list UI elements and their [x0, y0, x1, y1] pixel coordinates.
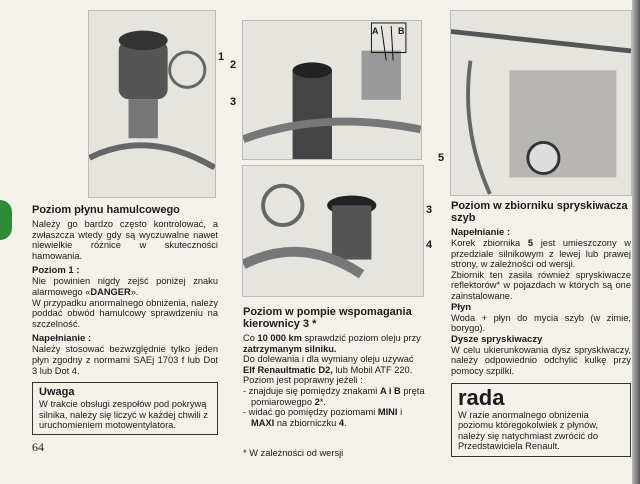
washer-fill-text-2: Zbiornik ten zasila również spryskiwacze…	[451, 269, 631, 301]
footnote: * W zależności od wersji	[243, 448, 344, 459]
brake-title: Poziom płynu hamulcowego	[32, 204, 180, 216]
page-number: 64	[32, 439, 44, 454]
left-column: Poziom płynu hamulcowego Należy go bardz…	[32, 204, 218, 454]
advice-title: rada	[458, 384, 505, 410]
brake-level-heading: Poziom 1 :	[32, 265, 80, 277]
warning-text: W trakcie obsługi zespołów pod pokrywą s…	[39, 399, 208, 431]
power-steering-section: Poziom w pompie wspomagania kierownicy 3…	[243, 306, 425, 459]
brake-intro: Należy go bardzo często kontrolować, a z…	[32, 219, 218, 261]
callout-2: 2	[230, 59, 237, 71]
washer-fill-heading: Napełnianie :	[451, 227, 511, 238]
brake-level-text: Nie powinien nigdy zejść poniżej znaku a…	[32, 276, 218, 329]
washer-section: Poziom w zbiorniku spryskiwacza szyb Nap…	[451, 200, 631, 377]
steering-pump-reservoir-illustration	[242, 165, 424, 297]
washer-fluid-heading: Płyn	[451, 301, 472, 313]
warning-box: Uwaga W trakcie obsługi zespołów pod pok…	[32, 382, 218, 435]
steering-text: Co 10 000 km sprawdzić poziom oleju przy…	[243, 333, 425, 428]
callout-4: 4	[426, 239, 433, 251]
section-tab	[0, 200, 12, 240]
callout-3-reservoir: 3	[426, 204, 433, 216]
callout-a: A	[372, 26, 379, 36]
brake-reservoir-illustration	[88, 10, 216, 198]
right-column: Poziom w zbiorniku spryskiwacza szyb Nap…	[451, 200, 631, 457]
washer-nozzle-text: W celu ukierunkowania dysz spryskiwaczy,…	[451, 344, 631, 376]
advice-text: W razie anormalnego obniżenia poziomu kt…	[458, 409, 599, 452]
warning-title: Uwaga	[39, 386, 75, 399]
washer-title: Poziom w zbiorniku spryskiwacza szyb	[451, 200, 628, 224]
washer-fluid-text: Woda + płyn do mycia szyb (w zimie, bory…	[451, 312, 631, 334]
advice-box: rada W razie anormalnego obniżenia pozio…	[451, 382, 631, 457]
brake-fluid-section: Poziom płynu hamulcowego Należy go bardz…	[32, 204, 218, 376]
steering-title: Poziom w pompie wspomagania kierownicy 3…	[243, 306, 412, 330]
washer-nozzle-heading: Dysze spryskiwaczy	[451, 333, 543, 345]
brake-fill-text: Należy stosować bezwzględnie tylko jeden…	[32, 344, 218, 376]
washer-fill-text: Korek zbiornika 5 jest umieszczony w prz…	[451, 238, 631, 270]
brake-fill-heading: Napełnianie :	[32, 333, 92, 345]
callout-3: 3	[230, 96, 237, 108]
page-binding-shadow	[632, 0, 640, 484]
callout-b: B	[398, 26, 405, 36]
power-steering-dipstick-illustration	[242, 20, 422, 160]
callout-1: 1	[218, 51, 225, 63]
washer-reservoir-illustration	[450, 10, 632, 196]
callout-5: 5	[438, 152, 445, 164]
